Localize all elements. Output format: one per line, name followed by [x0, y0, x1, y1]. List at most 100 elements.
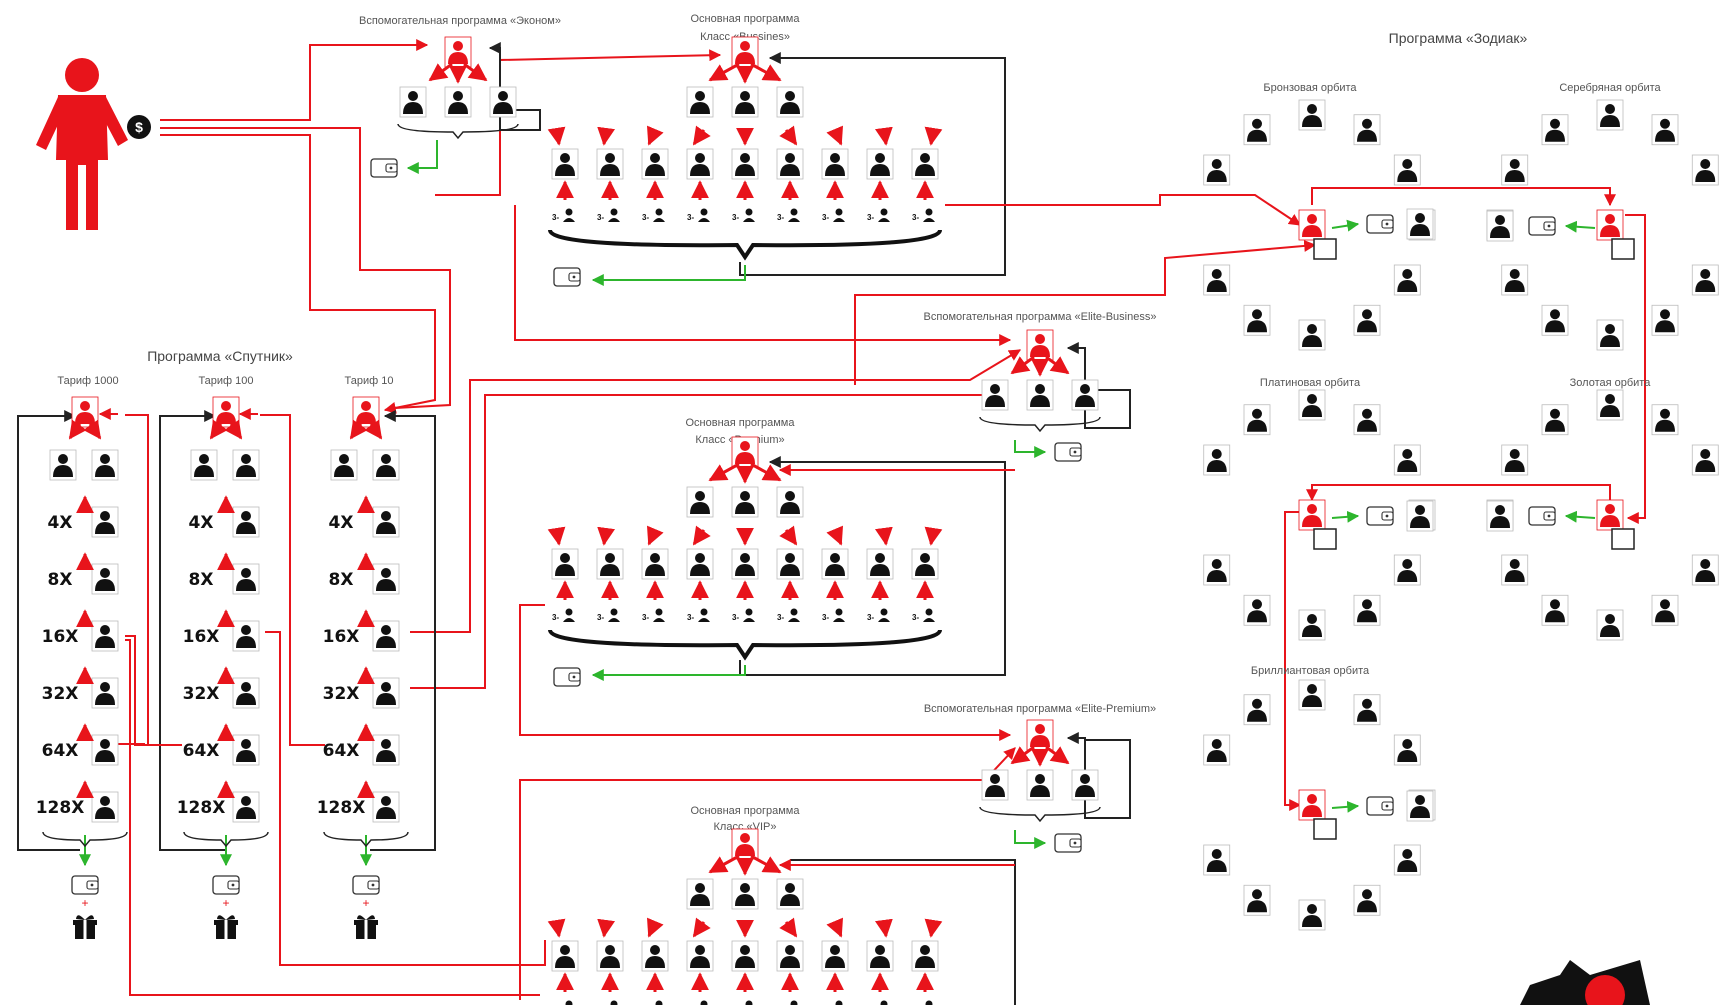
flow-arrow — [924, 526, 943, 546]
flow-arrow — [779, 917, 798, 938]
partner-person-icon — [776, 86, 804, 118]
level-marker: 3- — [732, 213, 739, 222]
logo-mark — [1520, 960, 1650, 1005]
mini-person-icon — [790, 1000, 798, 1005]
mini-person-icon — [610, 608, 618, 616]
partner-person-icon — [91, 677, 119, 709]
orbit-person-icon — [1596, 389, 1624, 421]
gift-icon — [354, 915, 378, 939]
wallet-icon — [1054, 442, 1082, 462]
flow-arrow — [708, 462, 740, 482]
partner-person-icon — [489, 86, 517, 118]
orbit-person-icon — [1501, 264, 1529, 296]
flow-arrow — [364, 419, 383, 440]
orbit-person-icon — [1406, 208, 1434, 240]
partner-person-icon — [372, 506, 400, 538]
zodiac-title: Программа «Зодиак» — [1389, 30, 1528, 46]
orbit-center-person-icon — [1298, 499, 1326, 531]
wallet-icon — [352, 875, 380, 895]
partner-person-icon — [821, 940, 849, 972]
group-brace — [548, 629, 942, 661]
orbit-center-person-icon — [1596, 209, 1624, 241]
mini-person-icon — [565, 1000, 573, 1005]
partner-person-icon — [686, 548, 714, 580]
orbit-person-icon — [1203, 264, 1231, 296]
multiplier-label: 16X — [42, 627, 79, 647]
partner-person-icon — [1071, 379, 1099, 411]
orbit-person-icon — [1353, 304, 1381, 336]
orbit-person-icon — [1486, 500, 1514, 532]
orbit-label-gold: Золотая орбита — [1570, 377, 1652, 389]
orbit-person-icon — [1691, 554, 1719, 586]
mini-person-icon — [610, 1000, 618, 1005]
mini-person-icon — [563, 218, 575, 222]
flow-arrow — [874, 126, 893, 146]
partner-person-icon — [776, 878, 804, 910]
partner-person-icon — [551, 148, 579, 180]
tariff-head-person-icon — [71, 396, 99, 428]
flow-arrow — [597, 126, 616, 146]
dollar-coin-icon — [127, 115, 151, 139]
orbit-person-icon — [1353, 694, 1381, 726]
mini-person-icon — [745, 608, 753, 616]
multiplier-label: 4X — [329, 513, 354, 533]
multiplier-label: 128X — [317, 798, 366, 818]
partner-person-icon — [731, 486, 759, 518]
partner-person-icon — [1071, 769, 1099, 801]
level-marker: 3- — [822, 613, 829, 622]
mini-person-icon — [653, 218, 665, 222]
orbit-person-icon — [1203, 554, 1231, 586]
orbit-person-icon — [1501, 154, 1529, 186]
multiplier-label: 8X — [189, 570, 214, 590]
flow-arrow — [224, 419, 243, 440]
vip-subtitle: Класс «VIP» — [714, 821, 777, 833]
partner-person-icon — [232, 563, 260, 595]
partner-person-icon — [232, 677, 260, 709]
partner-person-icon — [232, 791, 260, 823]
level-marker: 3- — [867, 213, 874, 222]
mini-person-icon — [700, 608, 708, 616]
flow-arrow — [68, 419, 87, 440]
orbit-person-icon — [1243, 404, 1271, 436]
flow-arrow — [83, 419, 102, 440]
mini-person-icon — [610, 208, 618, 216]
orbit-person-icon — [1243, 114, 1271, 146]
orbit-person-icon — [1651, 304, 1679, 336]
mini-person-icon — [880, 208, 888, 216]
orbit-label-diamond: Бриллиантовая орбита — [1251, 665, 1370, 677]
level-marker: 3- — [597, 613, 604, 622]
group-brace — [979, 806, 1101, 823]
partner-person-icon — [372, 677, 400, 709]
multiplier-label: 64X — [42, 741, 79, 761]
mini-person-icon — [655, 608, 663, 616]
partner-person-icon — [731, 940, 759, 972]
orbit-slot — [1611, 238, 1635, 260]
partner-person-icon — [641, 548, 669, 580]
mini-person-icon — [925, 608, 933, 616]
vip-title: Основная программа — [691, 805, 801, 817]
group-brace — [548, 229, 942, 261]
flow-arrow — [750, 854, 782, 874]
partner-person-icon — [731, 148, 759, 180]
elite-business-title: Вспомогательная программа «Elite-Busines… — [924, 311, 1157, 323]
partner-person-icon — [821, 548, 849, 580]
partner-person-icon — [91, 791, 119, 823]
mini-person-icon — [878, 218, 890, 222]
partner-person-icon — [686, 86, 714, 118]
gift-icon — [73, 915, 97, 939]
tariff-head-person-icon — [212, 396, 240, 428]
orbit-person-icon — [1243, 884, 1271, 916]
multiplier-label: 64X — [183, 741, 220, 761]
orbit-person-icon — [1596, 319, 1624, 351]
flow-arrow — [779, 525, 798, 546]
level-marker: 3- — [642, 613, 649, 622]
level-marker: 3- — [687, 213, 694, 222]
partner-person-icon — [776, 548, 804, 580]
mini-person-icon — [698, 618, 710, 622]
mini-person-icon — [563, 618, 575, 622]
flow-arrow — [646, 125, 664, 146]
level-marker: 3- — [642, 213, 649, 222]
mini-person-icon — [565, 608, 573, 616]
flow-arrow — [1045, 745, 1070, 765]
mini-person-icon — [743, 618, 755, 622]
